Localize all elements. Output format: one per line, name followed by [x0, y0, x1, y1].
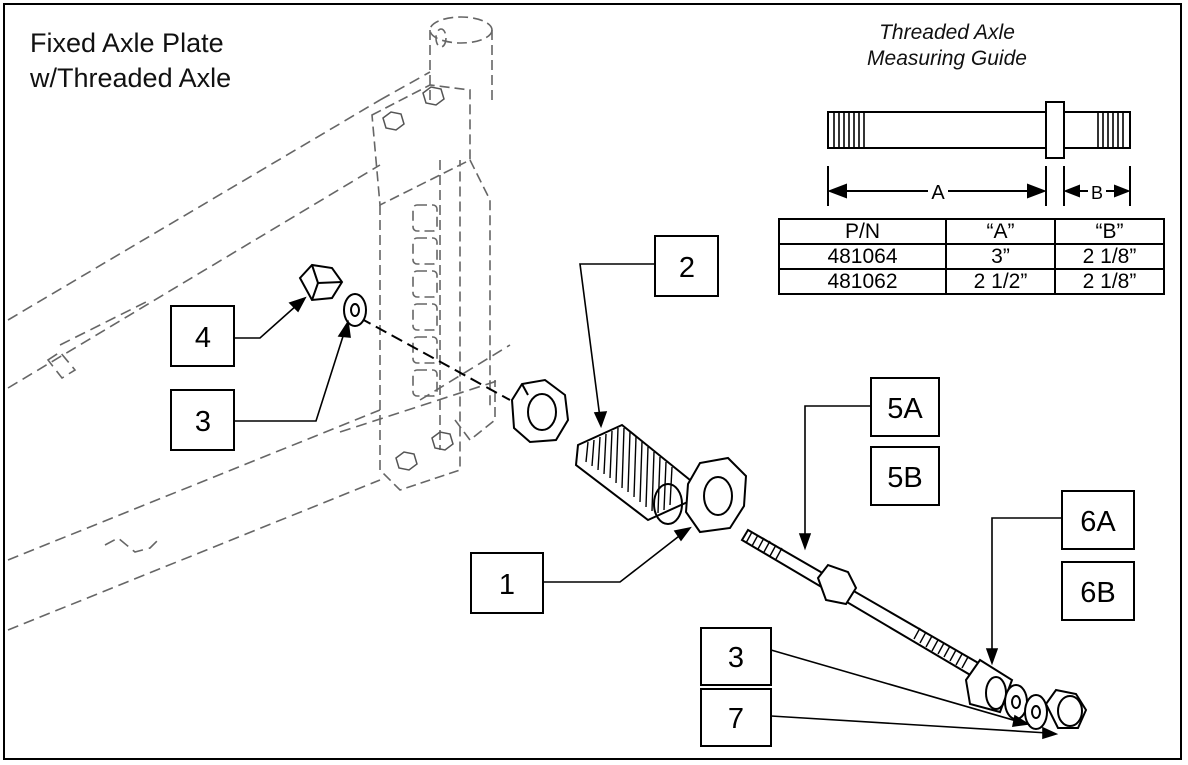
- nut-7-part: [1044, 688, 1088, 729]
- callout-4: 4: [195, 322, 211, 354]
- cell-a: 3”: [945, 243, 1056, 270]
- callout-box-6b: [1061, 561, 1135, 621]
- table-row: 481064 3” 2 1/8”: [778, 243, 1165, 270]
- callout-box-2: [654, 235, 719, 297]
- header-a: “A”: [945, 218, 1056, 245]
- measuring-table: P/N “A” “B” 481064 3” 2 1/8” 481062 2 1/…: [778, 218, 1165, 295]
- callout-box-6a: [1061, 490, 1135, 550]
- dim-b-label: B: [1091, 183, 1103, 203]
- guide-title-line-2: Measuring Guide: [867, 47, 1027, 70]
- cell-pn: 481064: [778, 243, 947, 270]
- cell-b: 2 1/8”: [1054, 268, 1165, 295]
- axle-centerline: [359, 317, 511, 401]
- diagram-title: Fixed Axle Plate w/Threaded Axle: [30, 26, 231, 96]
- callout-6a: 6A: [1080, 506, 1116, 538]
- cell-pn: 481062: [778, 268, 947, 295]
- cell-a: 2 1/2”: [945, 268, 1056, 295]
- callout-box-3a: [170, 389, 235, 451]
- callout-5b: 5B: [887, 462, 922, 494]
- measuring-guide-title: Threaded Axle Measuring Guide: [832, 20, 1062, 72]
- axle-5-part: [740, 528, 982, 678]
- dimension-lines: A B: [827, 166, 1131, 206]
- callout-box-3b: [700, 627, 772, 686]
- header-pn: P/N: [778, 218, 947, 245]
- guide-axle-drawing: [827, 101, 1131, 159]
- callout-3-right: 3: [728, 642, 744, 674]
- table-header-row: P/N “A” “B”: [778, 218, 1165, 245]
- callout-box-7: [700, 688, 772, 747]
- callout-2: 2: [679, 252, 695, 284]
- header-b: “B”: [1054, 218, 1165, 245]
- leader-lines: [234, 263, 1062, 740]
- title-line-2: w/Threaded Axle: [30, 63, 232, 93]
- callout-5a: 5A: [887, 393, 923, 425]
- threaded-sleeve-part: [574, 423, 694, 525]
- callout-box-1: [470, 552, 544, 614]
- axle-plate: [371, 16, 496, 491]
- callout-1: 1: [499, 569, 515, 601]
- plate-bolts: [382, 86, 454, 471]
- cell-b: 2 1/8”: [1054, 243, 1165, 270]
- diagram-frame: [3, 3, 1182, 760]
- callout-box-5a: [870, 377, 940, 437]
- large-nut-upper-part: [510, 378, 570, 444]
- callout-7: 7: [728, 703, 744, 735]
- large-nut-lower-part: [684, 456, 748, 534]
- callout-boxes: [170, 235, 1135, 747]
- callout-box-4: [170, 305, 235, 367]
- washer-3-left-part: [343, 293, 367, 327]
- table-row: 481062 2 1/2” 2 1/8”: [778, 268, 1165, 295]
- callout-box-5b: [870, 446, 940, 506]
- callout-3-left: 3: [195, 406, 211, 438]
- callout-6b: 6B: [1080, 577, 1115, 609]
- guide-title-line-1: Threaded Axle: [879, 21, 1015, 44]
- nut-4-part: [298, 263, 344, 302]
- frame-rails: [7, 71, 511, 631]
- title-line-1: Fixed Axle Plate: [30, 28, 224, 58]
- dim-a-label: A: [931, 182, 945, 204]
